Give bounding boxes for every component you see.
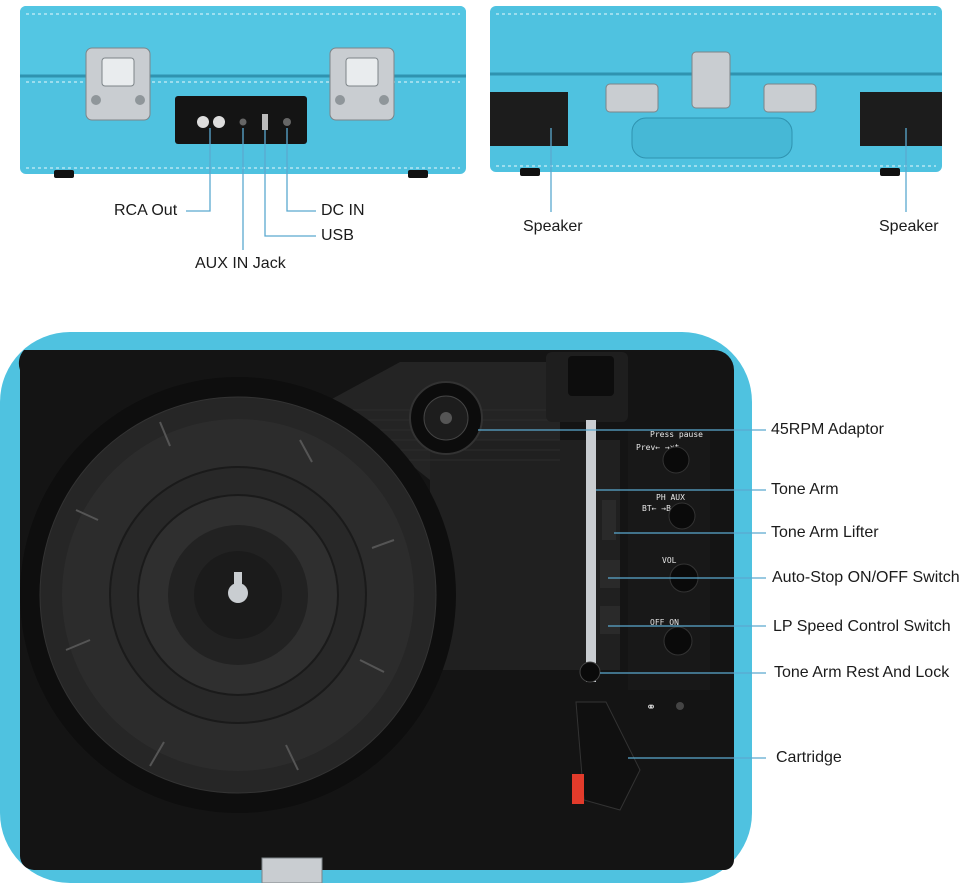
label-tone-arm: Tone Arm (771, 481, 839, 498)
label-adaptor: 45RPM Adaptor (771, 421, 884, 438)
label-tone-arm-lifter: Tone Arm Lifter (771, 524, 879, 541)
label-rest-lock: Tone Arm Rest And Lock (774, 664, 950, 681)
off-on-text: OFF ON (650, 618, 679, 627)
latch-left (85, 47, 151, 121)
top-leaders (478, 429, 766, 759)
bt-usb-text: BT← →B (642, 504, 671, 513)
front-view (490, 6, 942, 212)
back-view (20, 6, 466, 250)
speaker-grille-left (490, 92, 568, 146)
rca-jack-red (213, 116, 225, 128)
arm-rest (579, 661, 601, 683)
label-auto-stop: Auto-Stop ON/OFF Switch (772, 569, 960, 586)
dc-jack (283, 118, 291, 126)
label-speaker-right: Speaker (879, 218, 939, 235)
tone-arm (586, 420, 596, 682)
label-cartridge: Cartridge (776, 749, 842, 766)
label-rca-out: RCA Out (114, 202, 178, 219)
label-aux-in: AUX IN Jack (195, 255, 286, 272)
usb-port (262, 114, 268, 130)
rca-jack-white (197, 116, 209, 128)
headphone-jack (676, 702, 684, 710)
label-usb: USB (321, 227, 354, 244)
aux-jack (239, 118, 247, 126)
tone-arm-lifter (602, 500, 616, 540)
latch-right (329, 47, 395, 121)
knob-power (663, 626, 693, 656)
prev-next-text: Prev← →xt (636, 443, 680, 452)
stylus-tab (572, 774, 584, 804)
knob-source (668, 502, 696, 530)
knob-pause (662, 446, 690, 474)
headphone-icon: ⚭ (646, 700, 656, 714)
carry-handle (631, 117, 793, 159)
speed-switch (600, 606, 620, 634)
press-pause-text: Press pause (650, 430, 703, 439)
label-lp-speed: LP Speed Control Switch (773, 618, 951, 635)
back-leaders (186, 128, 316, 250)
label-dc-in: DC IN (321, 202, 365, 219)
vol-text: VOL (662, 556, 677, 565)
ph-aux-text: PH AUX (656, 493, 685, 502)
top-view: Press pause Prev← →xt PH AUX BT← →B VOL … (0, 332, 766, 883)
front-latch (691, 51, 731, 109)
auto-stop-switch (600, 560, 620, 588)
speaker-grille-right (860, 92, 942, 146)
label-speaker-left: Speaker (523, 218, 583, 235)
